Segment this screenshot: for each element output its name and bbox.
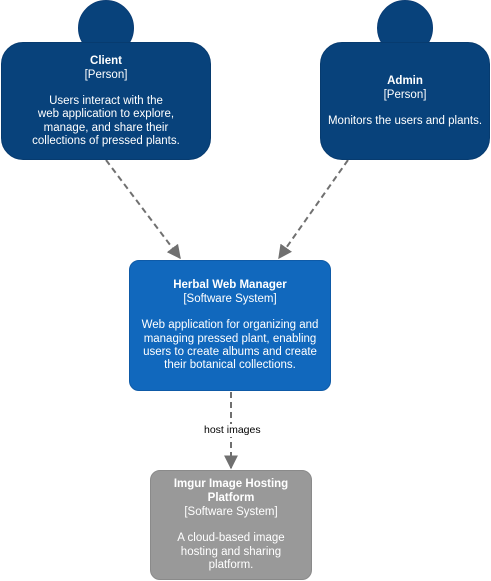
client-person-box[interactable]: Client [Person] Users interact with the … [1,42,211,160]
admin-type: [Person] [383,88,427,101]
client-desc-line-4: collections of pressed plants. [32,134,180,147]
herbal-type: [Software System] [183,293,277,306]
edge-admin-to-herbal [278,159,349,260]
herbal-desc-line-2: managing pressed plant, enabling [143,332,317,345]
herbal-title: Herbal Web Manager [173,279,287,292]
admin-person-box[interactable]: Admin [Person] Monitors the users and pl… [320,42,490,160]
imgur-title-line-2: Platform [207,492,255,505]
imgur-type: [Software System] [184,506,278,519]
herbal-web-manager-box[interactable]: Herbal Web Manager [Software System] Web… [129,260,331,391]
imgur-external-system-box[interactable]: Imgur Image Hosting Platform [Software S… [150,470,312,580]
client-title: Client [90,54,122,67]
edge-label-host-images: host images [202,424,263,437]
imgur-desc-line-1: A cloud-based image [177,532,285,545]
imgur-title-line-1: Imgur Image Hosting [173,478,289,491]
client-type: [Person] [84,68,128,81]
client-desc-line-3: manage, and share their [43,121,169,134]
edge-client-to-herbal [105,159,181,260]
admin-desc-line-1: Monitors the users and plants. [327,114,483,127]
admin-title: Admin [387,74,423,87]
herbal-desc-line-3: users to create albums and create [143,346,317,358]
herbal-desc-line-1: Web application for organizing and [141,319,319,332]
herbal-desc-line-4: their botanical collections. [164,359,296,372]
imgur-desc-line-3: platform. [208,559,254,572]
imgur-desc-line-2: hosting and sharing [180,545,282,558]
client-desc-line-2: web application to explore, [37,108,175,121]
client-desc-line-1: Users interact with the [49,94,163,107]
